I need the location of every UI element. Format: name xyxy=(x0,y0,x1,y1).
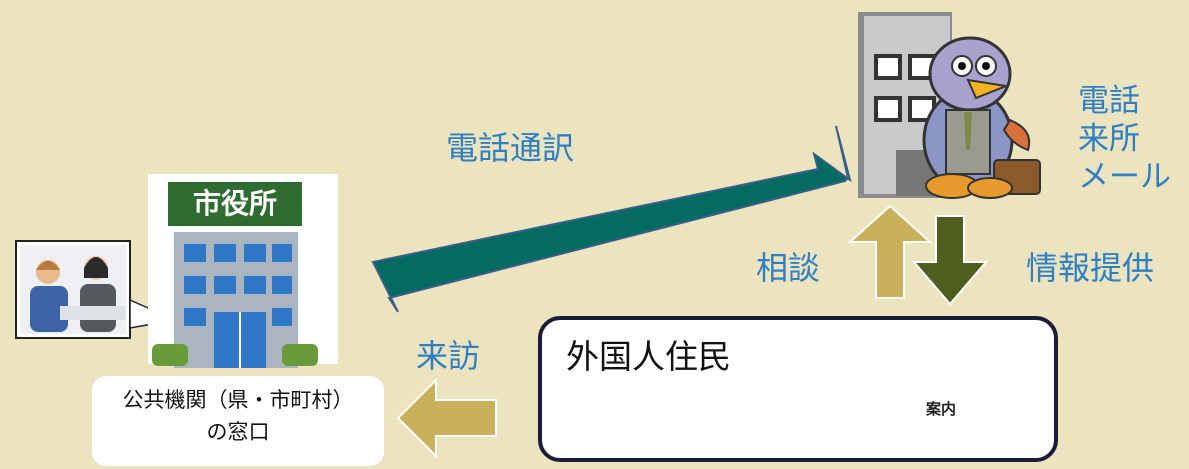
visit-arrow xyxy=(396,377,497,459)
public-office-box: 公共機関（県・市町村） の窓口 xyxy=(92,376,384,466)
interpretation-center-building xyxy=(858,12,1041,199)
foreign-residents-box xyxy=(538,316,1058,462)
phone-interpretation-label: 電話通訳 xyxy=(446,129,575,167)
foreign-residents-title: 外国人住民 xyxy=(566,337,731,376)
contact-method-visit: 来所 xyxy=(1078,121,1140,157)
consultation-arrow xyxy=(847,204,933,299)
consultation-label: 相談 xyxy=(756,249,821,287)
phone-interpretation-arrow xyxy=(371,125,852,313)
contact-methods-list: 電話 来所 メール xyxy=(1078,82,1171,196)
info-provision-arrow xyxy=(911,215,989,306)
contact-method-phone: 電話 xyxy=(1078,83,1140,119)
guide-sign-text: 案内 xyxy=(925,400,956,418)
public-office-line2: の窓口 xyxy=(206,420,270,444)
city-hall-sign: 市役所 xyxy=(192,187,277,220)
visit-label: 来訪 xyxy=(416,337,481,375)
city-hall-building xyxy=(148,174,338,368)
consultation-window-illustration xyxy=(15,240,178,339)
contact-method-email: メール xyxy=(1078,159,1171,195)
public-office-line1: 公共機関（県・市町村） xyxy=(122,388,354,412)
info-provision-label: 情報提供 xyxy=(1026,249,1155,287)
